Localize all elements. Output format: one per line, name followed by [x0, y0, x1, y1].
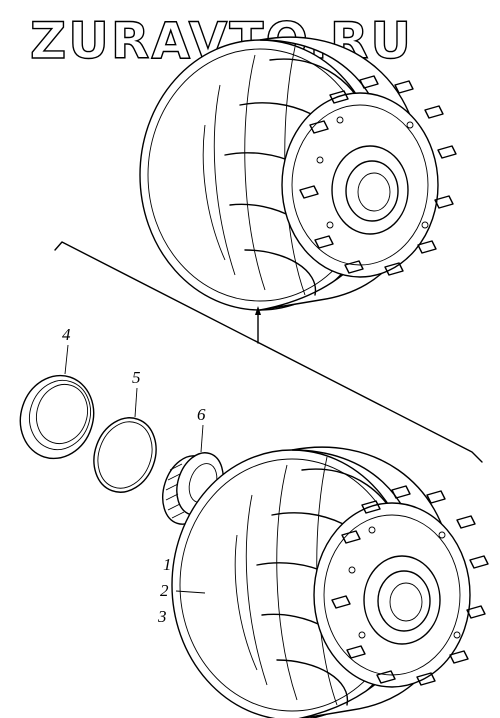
callout-leader-1-3: [175, 590, 206, 594]
assembly-bracket: [54, 241, 483, 463]
callout-3: 3: [157, 607, 167, 626]
callout-1: 1: [163, 555, 172, 574]
watermark-text: ZURAVTO.RU: [30, 12, 413, 70]
seal-ring-part-4: [19, 344, 95, 460]
o-ring-part-5: [93, 387, 157, 493]
lower-hub-drum-assembly: [171, 446, 489, 718]
callout-2: 2: [160, 581, 169, 600]
callout-5: 5: [132, 368, 141, 387]
callout-6: 6: [197, 405, 206, 424]
callout-4: 4: [62, 325, 71, 344]
upper-hub-drum-assembly: [139, 36, 457, 311]
